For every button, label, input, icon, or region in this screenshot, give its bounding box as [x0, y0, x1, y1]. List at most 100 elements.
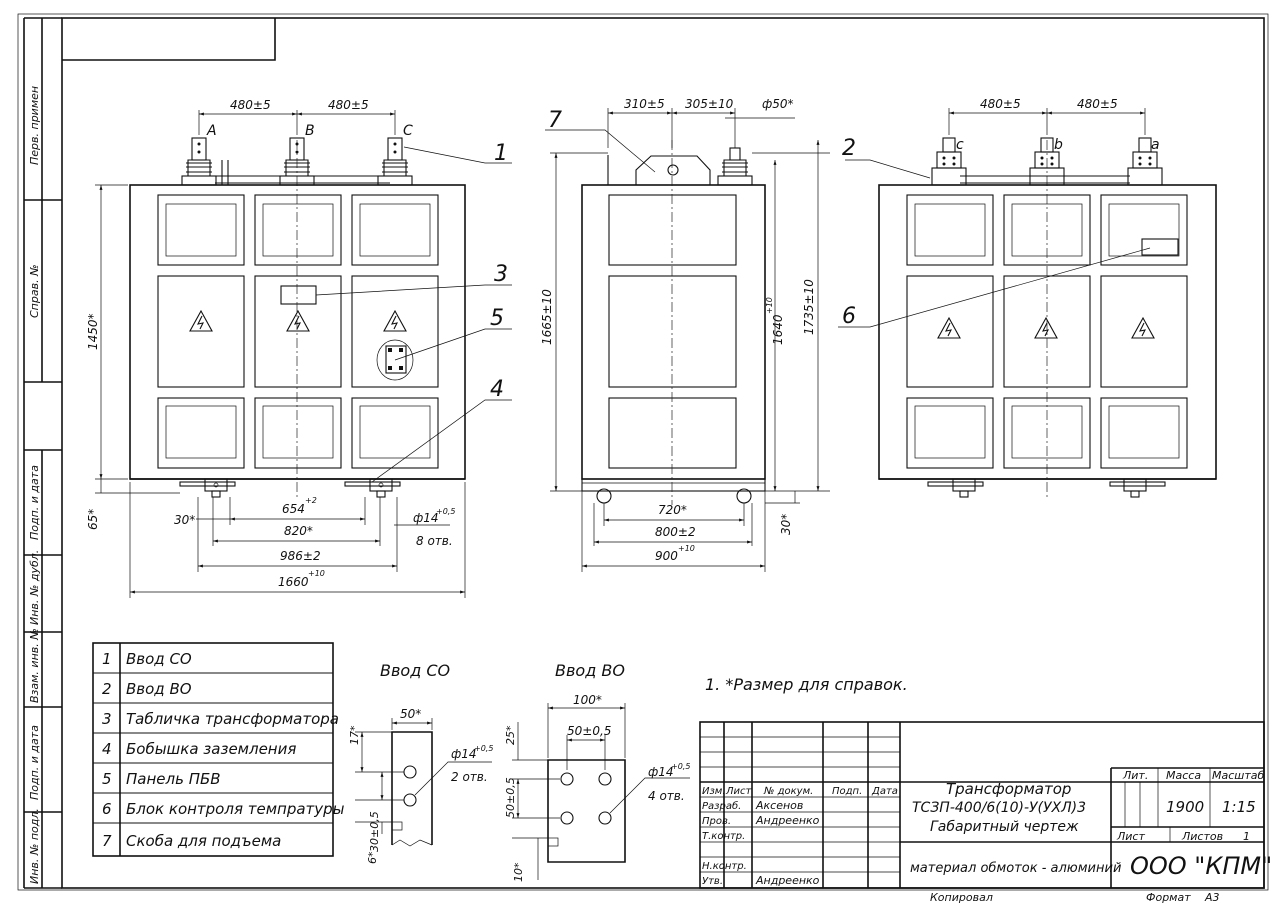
callout-6: 6 [842, 304, 856, 329]
side-label-inv-dubl: Инв. № дубл. [28, 550, 41, 625]
bushing-vo-b [1029, 137, 1065, 186]
detail-vo: Ввод ВО 100* 50±0,5 25* 50±0,5 10* ф14 +… [504, 661, 690, 882]
tb-format-value: А3 [1204, 891, 1220, 904]
callout-4: 4 [490, 377, 504, 402]
tb-razrab-label: Разраб. [702, 800, 741, 812]
dim-front-480-right: 480±5 [328, 98, 369, 112]
warning-icon [383, 309, 407, 332]
tb-title-line3: Габаритный чертеж [930, 819, 1079, 835]
legend-num-5: 5 [102, 770, 112, 788]
dim-side-1640-tol: +10 [765, 297, 774, 314]
detail-co-h17: 17* [348, 725, 361, 745]
warning-icon [937, 316, 961, 339]
dim-side-30: 30* [779, 514, 793, 535]
detail-co-w50: 50* [400, 707, 421, 721]
dim-height-1450: 1450* [86, 313, 100, 350]
bushing-b [279, 137, 315, 186]
tb-massa-value: 1900 [1166, 798, 1204, 816]
dim-1660: 1660 [278, 575, 309, 589]
dim-rear-480-left: 480±5 [980, 97, 1021, 111]
side-label-sprav: Справ. № [28, 264, 41, 318]
callout-5: 5 [490, 306, 504, 331]
tb-col-podp: Подп. [832, 786, 862, 797]
phase-label-a-small: a [1151, 137, 1160, 153]
phase-label-a: A [206, 123, 217, 139]
side-label-vzam: Взам. инв. № [28, 628, 41, 703]
detail-vo-h25: 25* [504, 725, 517, 745]
rear-view [878, 137, 1217, 500]
front-dimensions: 480±5 480±5 A B C 1450* 65* 30* 654 +2 8… [86, 98, 466, 598]
dim-654: 654 [282, 502, 305, 516]
tb-col-izm: Изм. [702, 786, 726, 797]
tb-utv-label: Утв. [702, 876, 723, 887]
callouts: 1 2 3 4 5 6 7 [315, 108, 1151, 483]
phase-label-c: C [403, 123, 413, 139]
tb-kopiroval: Копировал [930, 891, 993, 904]
side-dimensions: 310±5 305±10 ф50* 1665±10 1640 +10 1735±… [540, 97, 830, 572]
tap-panel [376, 339, 414, 381]
legend-num-6: 6 [102, 800, 112, 818]
legend-num-1: 1 [102, 650, 112, 668]
dim-30: 30* [174, 513, 195, 527]
callout-7: 7 [548, 108, 562, 133]
phase-label-b-small: b [1054, 137, 1063, 153]
dim-front-480-left: 480±5 [230, 98, 271, 112]
outer-frame [17, 13, 1269, 891]
bushing-vo-c [931, 137, 967, 186]
tb-title-line2: ТСЗП-400/6(10)-У(УХЛ)3 [912, 800, 1086, 816]
dim-side-900: 900 [655, 549, 678, 563]
bushing-vo-a [1127, 137, 1163, 186]
legend-num-7: 7 [102, 832, 112, 850]
side-stamp: Перв. примен Справ. № Подп. и дата Инв. … [23, 17, 62, 889]
detail-vo-title: Ввод ВО [555, 661, 625, 680]
tb-razrab-name: Аксенов [755, 799, 803, 812]
dim-side-720: 720* [658, 503, 687, 517]
tb-format-label: Формат [1146, 891, 1191, 904]
warning-icon [1034, 316, 1058, 339]
legend-num-4: 4 [102, 740, 112, 758]
dim-side-1665: 1665±10 [540, 289, 554, 345]
tb-tkontr-label: Т.контр. [702, 831, 745, 842]
dim-side-50: ф50* [762, 97, 794, 111]
reference-note: 1. *Размер для справок. [705, 675, 908, 694]
detail-vo-holes: 4 отв. [648, 789, 685, 803]
tb-prov-name: Андреенко [755, 814, 820, 827]
phase-label-b: B [305, 123, 315, 139]
detail-vo-hole-tol: +0,5 [671, 762, 690, 771]
legend-text-4: Бобышка заземления [126, 740, 296, 758]
phase-label-c-small: c [956, 137, 964, 153]
side-label-podp1: Подп. и дата [28, 465, 41, 540]
detail-vo-h50: 50±0,5 [504, 777, 517, 818]
warning-icon [1131, 316, 1155, 339]
inner-frame [61, 17, 1265, 889]
detail-co-h6: 6* [366, 851, 379, 864]
dim-hole-14: ф14 [413, 511, 439, 525]
detail-vo-w50: 50±0,5 [567, 724, 611, 738]
detail-vo-hole: ф14 [648, 765, 674, 779]
dim-side-310: 310±5 [624, 97, 665, 111]
dim-holes-8: 8 отв. [416, 534, 453, 548]
front-view [129, 137, 466, 500]
side-label-podp2: Подп. и дата [28, 725, 41, 800]
tb-masshtab-value: 1:15 [1222, 798, 1256, 816]
tb-col-data: Дата [871, 786, 898, 797]
warning-icon [189, 309, 213, 332]
legend-table: 1 Ввод СО 2 Ввод ВО 3 Табличка трансформ… [92, 642, 345, 857]
dim-hole-14-tol: +0,5 [436, 507, 455, 516]
tb-masshtab-label: Масштаб [1212, 769, 1264, 782]
tb-material: материал обмоток - алюминий [910, 861, 1121, 876]
tb-col-list: Лист [725, 786, 753, 797]
side-label-inv-podl: Инв. № подл. [28, 808, 41, 884]
side-view [581, 140, 766, 505]
tb-lit-label: Лит. [1122, 769, 1148, 782]
legend-text-6: Блок контроля темпратуры [126, 800, 345, 818]
detail-co-hole: ф14 [451, 747, 477, 761]
callout-3: 3 [494, 262, 508, 287]
dim-side-1640: 1640 [771, 314, 785, 345]
dim-side-305: 305±10 [685, 97, 734, 111]
top-left-stamp-box [62, 18, 276, 61]
bushing-c [377, 137, 413, 186]
detail-co: Ввод СО 50* 17* 30±0,5 6* ф14 +0,5 2 отв… [348, 661, 493, 864]
tb-listov-label: Листов [1181, 830, 1223, 843]
legend-text-1: Ввод СО [126, 650, 192, 668]
